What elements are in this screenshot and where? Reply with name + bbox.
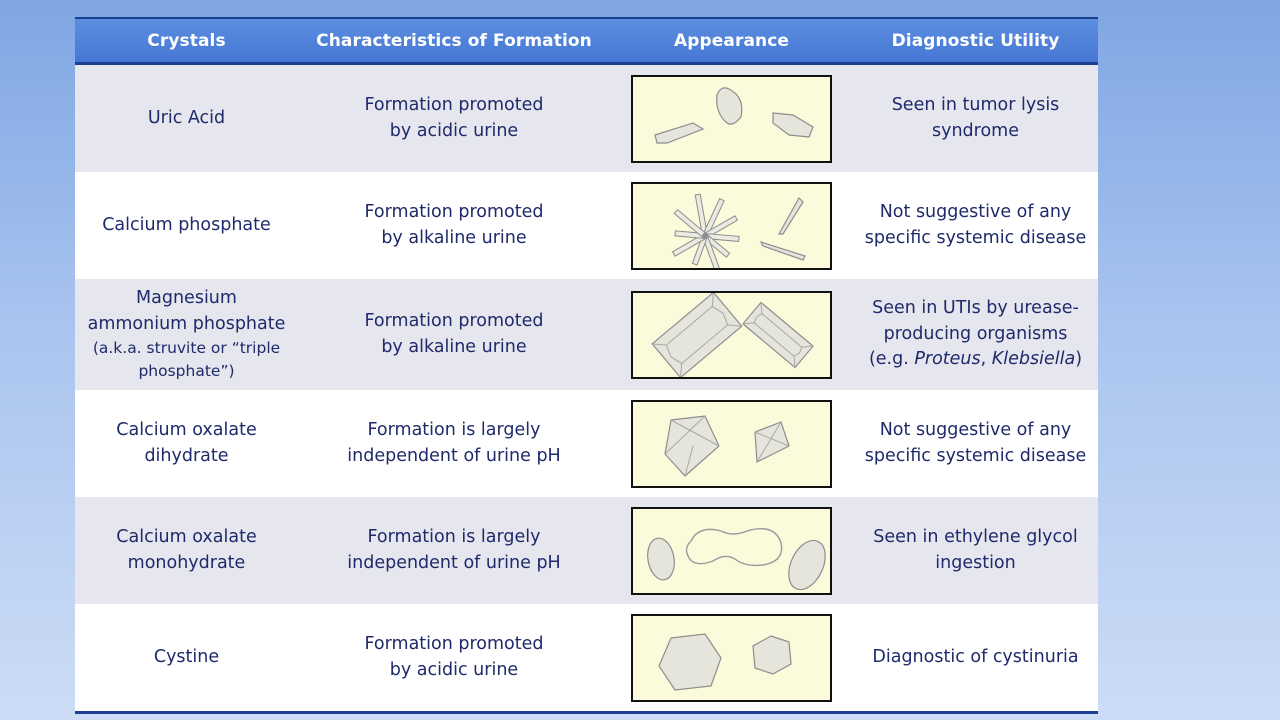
formation-line: Formation promoted [364,202,544,222]
formation-cell: Formation is largely independent of urin… [298,497,610,604]
utility-line: ingestion [935,552,1016,573]
formation-line: Formation promoted [364,634,544,654]
calcium-oxalate-dihydrate-crystals-icon [631,399,832,488]
utility-example-suffix: ) [1075,349,1083,370]
utility-cell: Diagnostic of cystinuria [853,604,1098,711]
crystal-name: Magnesium ammonium phosphate (a.k.a. str… [75,279,298,390]
formation-line: by alkaline urine [381,336,527,357]
formation-line: Formation is largely [367,420,541,440]
appearance-cell [610,604,853,711]
utility-line: specific systemic disease [864,227,1087,248]
utility-line: specific systemic disease [864,445,1087,466]
appearance-cell [610,279,853,390]
table-header: Crystals Characteristics of Formation Ap… [75,19,1098,65]
formation-cell: Formation promoted by acidic urine [298,604,610,711]
utility-cell: Seen in UTIs by urease- producing organi… [853,279,1098,390]
utility-example: (e.g. Proteus, Klebsiella) [869,347,1082,373]
crystal-name-line: dihydrate [144,445,229,466]
crystal-name: Calcium oxalate monohydrate [75,497,298,604]
crystals-table: Crystals Characteristics of Formation Ap… [75,17,1098,714]
formation-cell: Formation promoted by alkaline urine [298,172,610,279]
table-row: Calcium oxalate monohydrate Formation is… [75,497,1098,604]
formation-line: independent of urine pH [347,445,561,466]
table-row: Cystine Formation promoted by acidic uri… [75,604,1098,711]
organism-proteus: Proteus [914,349,981,370]
formation-line: by acidic urine [389,659,519,680]
utility-line: Seen in UTIs by urease- [872,298,1079,319]
utility-cell: Not suggestive of any specific systemic … [853,390,1098,497]
crystal-name-line: Uric Acid [147,107,226,128]
formation-line: Formation promoted [364,311,544,331]
crystal-name-line: monohydrate [127,552,246,573]
crystal-name-line: Magnesium [136,288,237,308]
utility-line: Diagnostic of cystinuria [872,646,1079,667]
crystal-name: Calcium oxalate dihydrate [75,390,298,497]
crystal-name-line: Calcium phosphate [102,214,271,235]
table-row: Uric Acid Formation promoted by acidic u… [75,65,1098,172]
formation-cell: Formation promoted by acidic urine [298,65,610,172]
appearance-cell [610,172,853,279]
appearance-cell [610,497,853,604]
calcium-oxalate-monohydrate-crystals-icon [631,506,832,595]
utility-cell: Seen in tumor lysis syndrome [853,65,1098,172]
utility-example-separator: , [980,349,992,370]
header-crystals: Crystals [147,30,226,51]
table-row: Calcium phosphate Formation promoted by … [75,172,1098,279]
formation-line: Formation is largely [367,527,541,547]
crystal-name: Cystine [75,604,298,711]
utility-example-prefix: (e.g. [868,349,915,370]
utility-cell: Seen in ethylene glycol ingestion [853,497,1098,604]
utility-line: syndrome [931,120,1019,141]
header-formation: Characteristics of Formation [316,30,592,51]
table-row: Magnesium ammonium phosphate (a.k.a. str… [75,279,1098,390]
appearance-cell [610,390,853,497]
crystal-name-line: Calcium oxalate [116,527,257,547]
header-appearance: Appearance [673,30,790,51]
organism-klebsiella: Klebsiella [991,349,1076,370]
table-row: Calcium oxalate dihydrate Formation is l… [75,390,1098,497]
formation-line: independent of urine pH [347,552,561,573]
uric-acid-crystals-icon [631,74,832,163]
utility-cell: Not suggestive of any specific systemic … [853,172,1098,279]
crystal-name-line: ammonium phosphate [87,313,286,334]
crystal-name: Calcium phosphate [75,172,298,279]
utility-line: producing organisms [883,323,1068,344]
crystal-name-note: (a.k.a. struvite or “triple [92,339,281,357]
crystal-name-line: Calcium oxalate [116,420,257,440]
utility-line: Seen in ethylene glycol [873,527,1078,547]
header-utility: Diagnostic Utility [891,30,1060,51]
utility-line: Seen in tumor lysis [891,95,1060,115]
formation-line: Formation promoted [364,95,544,115]
formation-line: by acidic urine [389,120,519,141]
formation-line: by alkaline urine [381,227,527,248]
formation-cell: Formation promoted by alkaline urine [298,279,610,390]
struvite-crystals-icon [631,290,832,379]
appearance-cell [610,65,853,172]
calcium-phosphate-crystals-icon [631,181,832,270]
crystal-name-line: Cystine [153,646,220,667]
utility-line: Not suggestive of any [879,202,1072,222]
cystine-crystals-icon [631,613,832,702]
utility-line: Not suggestive of any [879,420,1072,440]
formation-cell: Formation is largely independent of urin… [298,390,610,497]
crystal-name-note: phosphate”) [138,362,235,380]
crystal-name: Uric Acid [75,65,298,172]
